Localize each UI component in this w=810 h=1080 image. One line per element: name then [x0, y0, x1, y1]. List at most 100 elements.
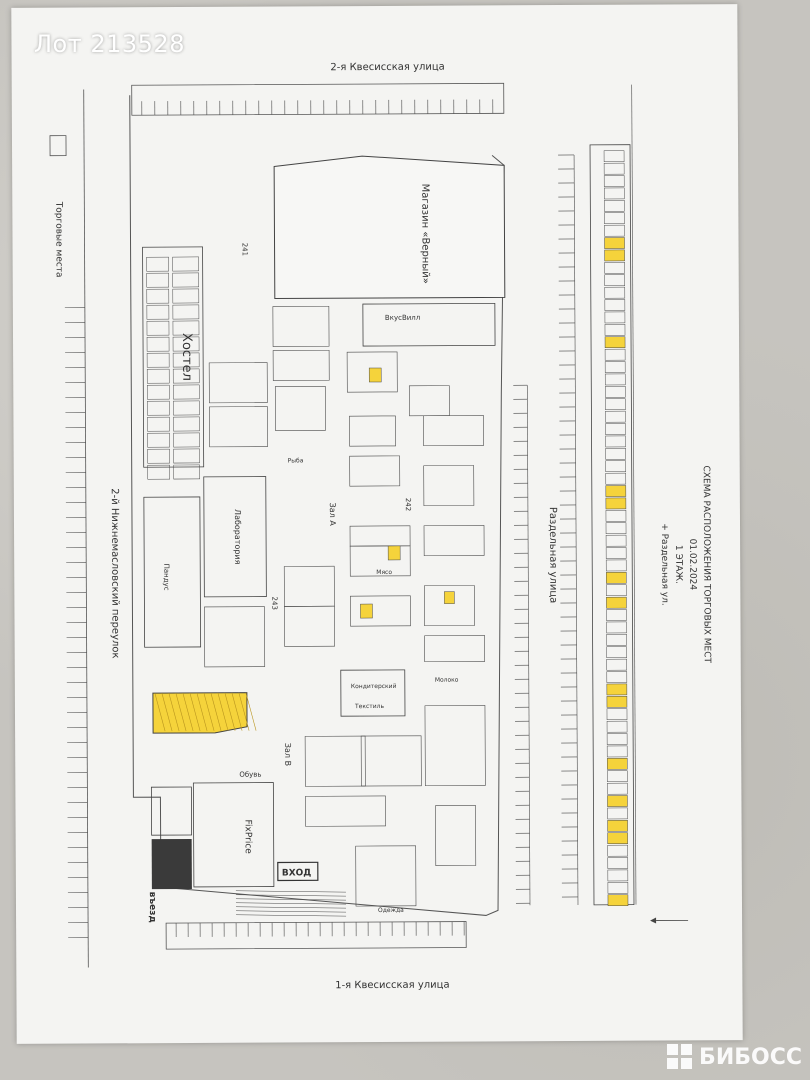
hatch-line	[231, 692, 243, 731]
pandus	[143, 496, 202, 648]
stall	[606, 646, 627, 659]
brand-logo-icon	[667, 1044, 693, 1070]
hostel-room	[147, 384, 170, 400]
hostel-room	[173, 416, 200, 432]
hall-stall	[204, 606, 266, 668]
hall-stall	[350, 595, 411, 627]
stall	[604, 249, 625, 262]
stall	[607, 807, 628, 820]
hostel-label: Хостел	[179, 333, 194, 381]
hatch-line	[168, 693, 180, 732]
hall-stall	[284, 605, 335, 647]
stall	[607, 795, 628, 807]
clothes-label: Одежда	[378, 907, 404, 914]
hall-stall	[349, 525, 411, 547]
stall	[606, 733, 628, 745]
ramp-line	[236, 910, 347, 913]
stall	[604, 324, 626, 336]
stall	[605, 559, 627, 572]
stall	[605, 398, 626, 411]
hall-stall-highlight	[368, 367, 382, 383]
stall	[607, 894, 629, 907]
street-left-label: 2-й Нижнемасловский переулок	[109, 488, 121, 658]
stall	[604, 336, 626, 349]
vkusvill-label: ВкусВилл	[385, 314, 420, 322]
hatch-line	[203, 692, 215, 731]
milk-label: Молоко	[435, 677, 459, 684]
stall	[607, 770, 628, 783]
hall-stall	[423, 525, 485, 557]
hatch-line	[238, 692, 250, 731]
hatch-line	[154, 693, 166, 732]
hostel-room	[146, 304, 170, 320]
hall-stall	[208, 362, 268, 404]
meat-label: Мясо	[376, 569, 392, 576]
north-arrow-head	[650, 917, 657, 924]
stall	[605, 410, 626, 423]
street-bottom-label: 1-я Квесисская улица	[335, 980, 449, 992]
hall-stall	[424, 585, 475, 627]
stall	[607, 782, 628, 795]
hall-stall	[424, 705, 486, 787]
stall	[604, 373, 626, 386]
hostel-room	[172, 368, 200, 384]
ramp-line	[236, 914, 347, 917]
stall	[606, 696, 628, 708]
ramp-line	[235, 898, 346, 901]
hostel-room	[146, 336, 170, 352]
hall-stall	[283, 565, 335, 607]
parking-stalls-left	[64, 307, 89, 938]
legend-date: 01.02.2024	[687, 539, 697, 591]
stall	[605, 534, 627, 547]
shop-verny-label: Магазин «Верный»	[419, 184, 431, 284]
stall	[606, 634, 627, 646]
stall	[604, 237, 625, 249]
hatch-line	[182, 692, 194, 732]
stair-block	[150, 786, 193, 836]
stall	[606, 758, 628, 770]
stall	[604, 274, 626, 287]
brand-watermark: БИБОСС	[667, 1044, 802, 1070]
stall	[604, 200, 625, 212]
ramp-line	[235, 894, 346, 897]
hall-stall	[209, 406, 268, 448]
hall-stall	[272, 349, 330, 381]
hostel-room	[172, 256, 199, 272]
entry-label: въезд	[147, 892, 157, 923]
shoes-label: Обувь	[239, 771, 261, 779]
stall	[605, 472, 627, 485]
vkusvill	[362, 302, 496, 347]
hall-stall	[304, 735, 366, 787]
trade-spot-box	[49, 135, 67, 157]
hostel-room	[146, 288, 170, 304]
stall	[606, 708, 628, 721]
stall	[603, 175, 625, 187]
hatch-line	[224, 692, 236, 731]
confectionery-label: Кондитерский	[351, 683, 397, 690]
textile-label: Текстиль	[354, 703, 385, 710]
stall	[606, 745, 628, 758]
ramp-line	[235, 906, 347, 909]
hall-stall-highlight	[444, 591, 455, 604]
floor-plan-sheet: 2-я Квесисская улица Торговые места 2-й …	[11, 4, 743, 1044]
shop-verny	[273, 155, 506, 300]
stall	[605, 386, 626, 398]
confectionery-box	[340, 669, 406, 717]
hostel-room	[172, 352, 200, 368]
parking-row-top	[131, 82, 505, 116]
stall	[605, 460, 626, 473]
hostel-room	[172, 336, 200, 352]
stairs-242: 242	[404, 498, 412, 511]
hall-stall	[424, 635, 486, 663]
hall-a-label: Зал А	[328, 503, 337, 527]
fixprice-store	[192, 782, 275, 888]
lot-label: Лот 213528	[34, 30, 185, 58]
stall	[605, 485, 627, 497]
hostel-room	[173, 400, 200, 416]
hall-stall	[349, 455, 401, 487]
hall-stall	[305, 795, 386, 827]
parking-stalls-right	[513, 84, 637, 906]
stall	[604, 299, 626, 311]
hall-stall	[423, 465, 475, 507]
hostel-room	[172, 272, 200, 288]
